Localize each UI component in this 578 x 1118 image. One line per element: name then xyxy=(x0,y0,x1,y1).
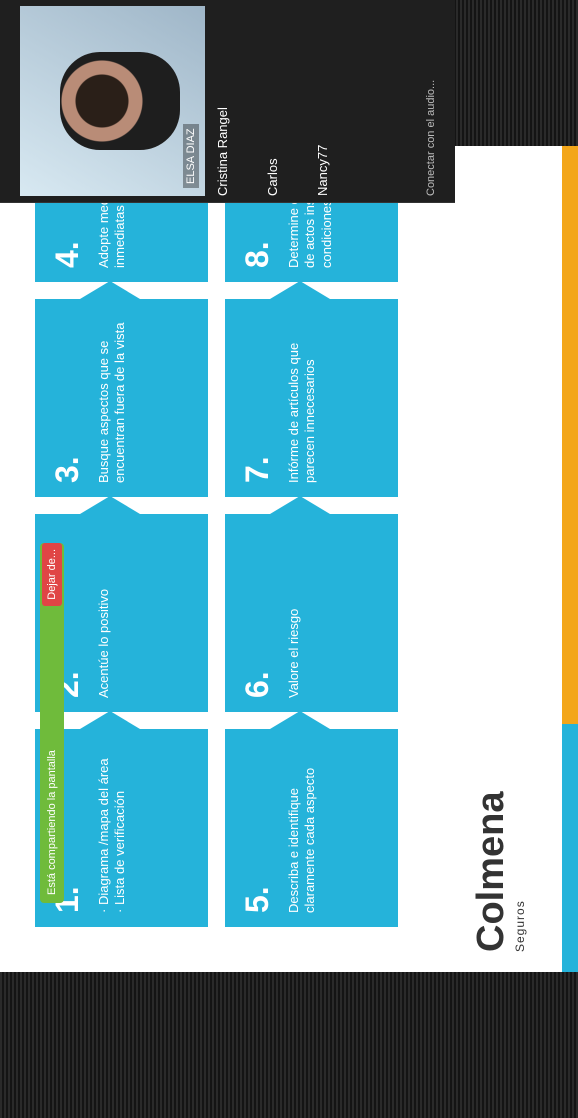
colmena-brand: Colmena Seguros xyxy=(470,792,527,952)
step-5-number: 5. xyxy=(239,743,276,913)
arrow-1-2 xyxy=(80,711,140,729)
panel-footer[interactable]: Conectar con el audio... xyxy=(425,80,437,196)
participant-tile-3: Nancy77 xyxy=(315,6,330,196)
colmena-logo: Colmena xyxy=(470,792,513,952)
participant-name-1: Cristina Rangel xyxy=(215,6,230,196)
participant-name-3: Nancy77 xyxy=(315,6,330,196)
participant-tile-2: Carlos xyxy=(265,6,280,196)
arrow-5-6 xyxy=(270,711,330,729)
stop-share-button[interactable]: Dejar de... xyxy=(42,543,62,606)
presenter-avatar xyxy=(60,52,180,150)
participants-panel: ELSA DIAZ Cristina Rangel Carlos Nancy77… xyxy=(0,0,455,203)
step-7-text: Infórme de artículos que parecen inneces… xyxy=(286,313,319,483)
step-7-number: 7. xyxy=(239,313,276,483)
arrow-3-4 xyxy=(80,281,140,299)
step-5-text: Describa e identifique claramente cada a… xyxy=(286,743,319,913)
slide-footer-bar xyxy=(562,146,578,972)
step-1-text: · Diagrama /mapa del área · Lista de ver… xyxy=(96,743,129,913)
step-6: 6. Valore el riesgo xyxy=(225,514,398,712)
screen-share-toolbar: Está compartiendo la pantalla Dejar de..… xyxy=(40,543,64,903)
arrow-2-3 xyxy=(80,496,140,514)
step-3-text: Busque aspectos que se encuentran fuera … xyxy=(96,313,129,483)
colmena-sub: Seguros xyxy=(513,792,527,952)
step-6-number: 6. xyxy=(239,528,276,698)
step-3: 3. Busque aspectos que se encuentran fue… xyxy=(35,299,208,497)
step-3-number: 3. xyxy=(49,313,86,483)
arrow-7-8 xyxy=(270,281,330,299)
share-status-text: Está compartiendo la pantalla xyxy=(46,750,58,903)
step-2-text: Acentúe lo positivo xyxy=(96,528,112,698)
presentation-slide: 1. · Diagrama /mapa del área · Lista de … xyxy=(0,146,578,972)
step-5: 5. Describa e identifique claramente cad… xyxy=(225,729,398,927)
participant-name-2: Carlos xyxy=(265,6,280,196)
arrow-6-7 xyxy=(270,496,330,514)
presenter-tag: ELSA DIAZ xyxy=(183,124,199,188)
participant-tile-1: Cristina Rangel xyxy=(215,6,230,196)
step-6-text: Valore el riesgo xyxy=(286,528,302,698)
presenter-video: ELSA DIAZ xyxy=(20,6,205,196)
step-7: 7. Infórme de artículos que parecen inne… xyxy=(225,299,398,497)
